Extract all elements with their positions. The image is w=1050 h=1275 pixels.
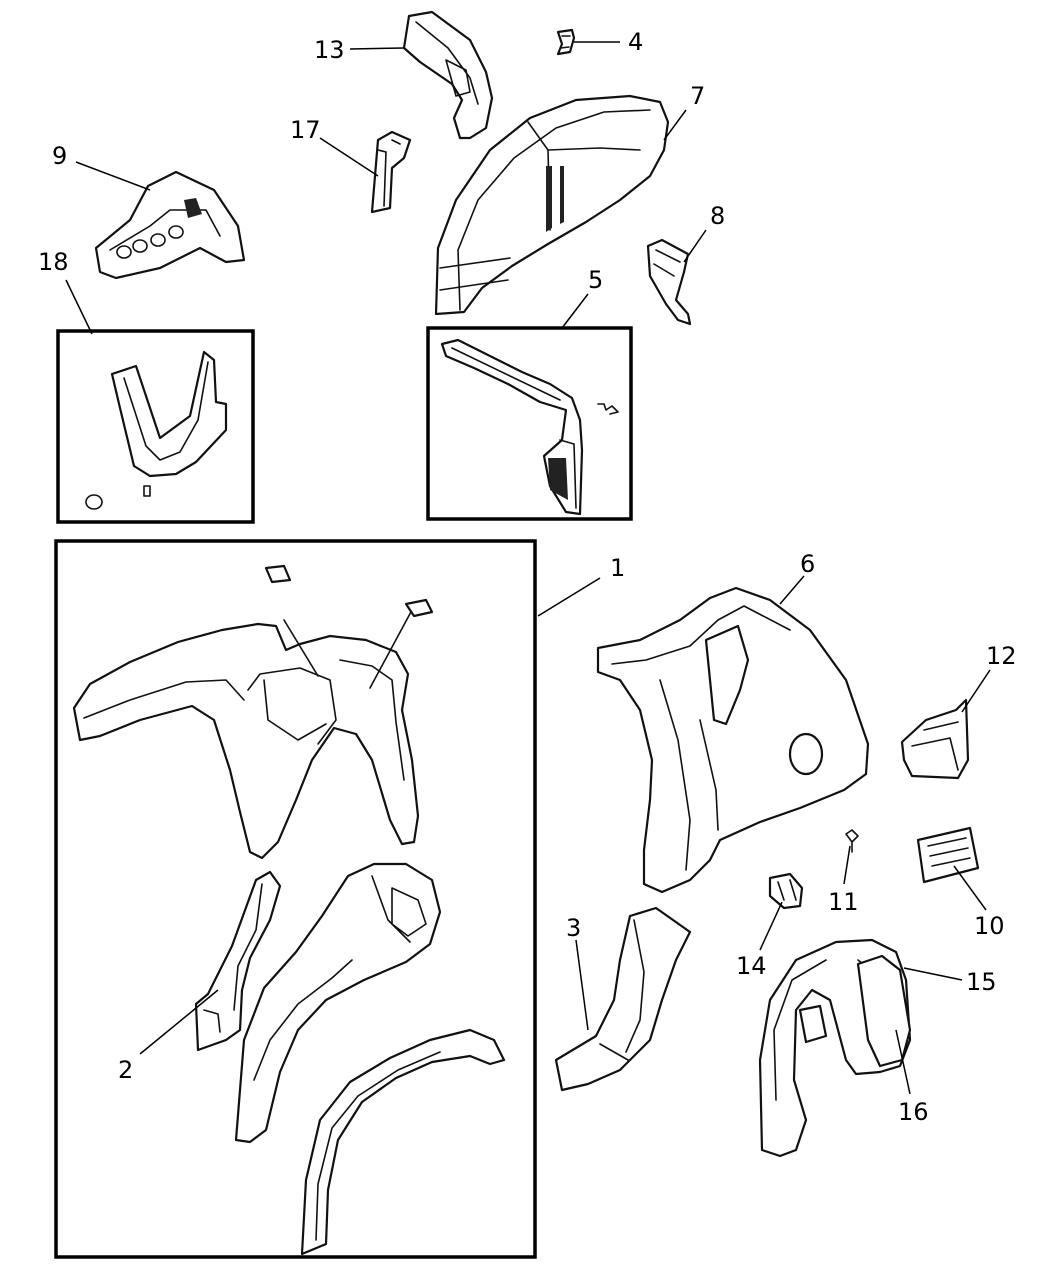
leader-line-13 <box>349 47 405 50</box>
callout-16: 16 <box>898 1098 929 1126</box>
callout-4: 4 <box>628 28 643 56</box>
callout-7: 7 <box>690 82 705 110</box>
part-6-quarter-panel <box>596 586 870 894</box>
leader-line-8 <box>683 229 707 263</box>
part-17-post <box>370 130 412 214</box>
leader-line-7 <box>663 109 687 141</box>
group-frame-1 <box>54 539 537 1259</box>
part-8-bracket <box>646 238 692 326</box>
callout-12: 12 <box>986 642 1017 670</box>
part-14-clip-bracket <box>768 872 804 910</box>
callout-9: 9 <box>52 142 67 170</box>
leader-line-1 <box>537 577 601 617</box>
callout-17: 17 <box>290 116 321 144</box>
part-2-pillar-reinforcement <box>194 870 282 1052</box>
part-3-lower-reinforcement <box>554 906 692 1092</box>
callout-15: 15 <box>966 968 997 996</box>
leader-line-17 <box>319 137 379 177</box>
callout-2: 2 <box>118 1056 133 1084</box>
leader-line-12 <box>961 669 991 713</box>
part-7-wheelhouse-liner <box>434 94 670 316</box>
leader-line-9 <box>75 161 151 191</box>
leader-line-10 <box>953 865 987 911</box>
group-frame-18 <box>56 329 255 524</box>
callout-1: 1 <box>610 554 625 582</box>
callout-8: 8 <box>710 202 725 230</box>
group-frame-5 <box>426 326 633 521</box>
leader-line-11 <box>843 845 851 885</box>
part-15-16-wheelwell-liner <box>758 938 912 1158</box>
callout-18: 18 <box>38 248 69 276</box>
callout-3: 3 <box>566 914 581 942</box>
part-1-inner-panel <box>72 564 434 860</box>
leader-line-15 <box>903 967 963 981</box>
part-9-bracket-assembly <box>94 170 246 280</box>
callout-6: 6 <box>800 550 815 578</box>
leader-line-5 <box>561 293 589 329</box>
leader-line-6 <box>779 575 805 605</box>
leader-line-16 <box>895 1029 911 1095</box>
part-4-clip <box>556 28 576 56</box>
callout-10: 10 <box>974 912 1005 940</box>
part-13-pillar-bracket <box>402 10 494 140</box>
part-11-fastener <box>845 829 859 853</box>
part-1-wheelhouse-inner <box>234 862 506 1256</box>
part-5-upper-rail <box>440 338 619 516</box>
part-18-brace <box>85 350 228 510</box>
leader-line-3 <box>575 939 589 1031</box>
callout-11: 11 <box>828 888 859 916</box>
callout-13: 13 <box>314 36 345 64</box>
part-10-vent <box>916 826 980 884</box>
callout-5: 5 <box>588 266 603 294</box>
callout-14: 14 <box>736 952 767 980</box>
part-12-pocket <box>900 698 970 780</box>
leader-line-2 <box>139 989 219 1055</box>
leader-line-18 <box>65 279 93 335</box>
leader-line-14 <box>759 901 783 951</box>
